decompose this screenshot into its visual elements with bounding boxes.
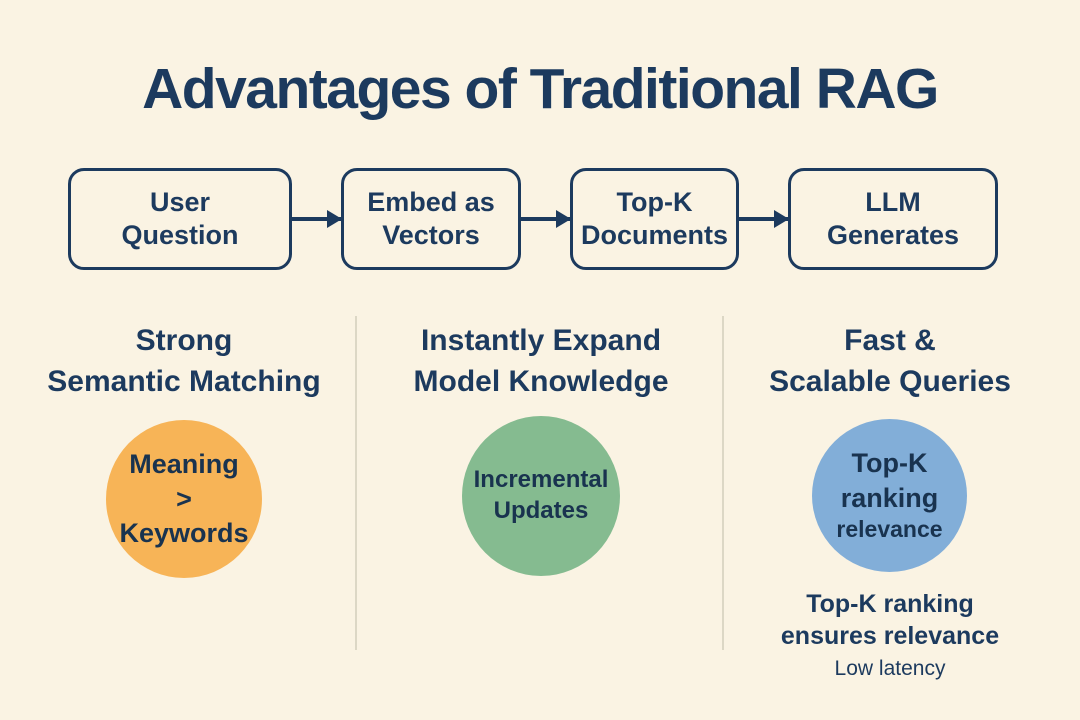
flow-step-llm-generates: LLM Generates	[788, 168, 998, 270]
flow-step-top-k-documents: Top-K Documents	[570, 168, 739, 270]
flow-step-label: LLM Generates	[826, 187, 960, 250]
arrow-right-icon	[521, 217, 570, 221]
circle-top-k-ranking: Top-K ranking relevance	[812, 419, 967, 572]
flow-diagram: User Question Embed as Vectors Top-K Doc…	[68, 168, 998, 270]
circle-meaning-over-keywords: Meaning > Keywords	[106, 420, 262, 578]
arrow-right-icon	[739, 217, 788, 221]
column-divider	[722, 316, 724, 650]
note-low-latency: Low latency	[834, 657, 946, 680]
circle-label: Incremental Updates	[473, 466, 609, 524]
column-divider	[355, 316, 357, 650]
flow-step-label: User Question	[121, 187, 239, 250]
note-top-k-ranking: Top-K ranking ensures relevance	[780, 590, 1000, 650]
page-title: Advantages of Traditional RAG	[142, 57, 939, 121]
column-heading-semantic-matching: Strong Semantic Matching	[47, 324, 321, 399]
flow-step-label: Embed as Vectors	[367, 187, 495, 250]
column-heading-model-knowledge: Instantly Expand Model Knowledge	[413, 324, 669, 399]
arrow-right-icon	[292, 217, 341, 221]
circle-label: Meaning > Keywords	[119, 449, 249, 549]
column-heading-scalable-queries: Fast & Scalable Queries	[769, 324, 1011, 399]
circle-incremental-updates: Incremental Updates	[462, 416, 620, 576]
flow-step-label: Top-K Documents	[580, 187, 729, 250]
flow-step-embed-as-vectors: Embed as Vectors	[341, 168, 521, 270]
circle-label: Top-K ranking	[840, 448, 939, 513]
circle-sublabel: relevance	[836, 516, 943, 543]
flow-step-user-question: User Question	[68, 168, 292, 270]
